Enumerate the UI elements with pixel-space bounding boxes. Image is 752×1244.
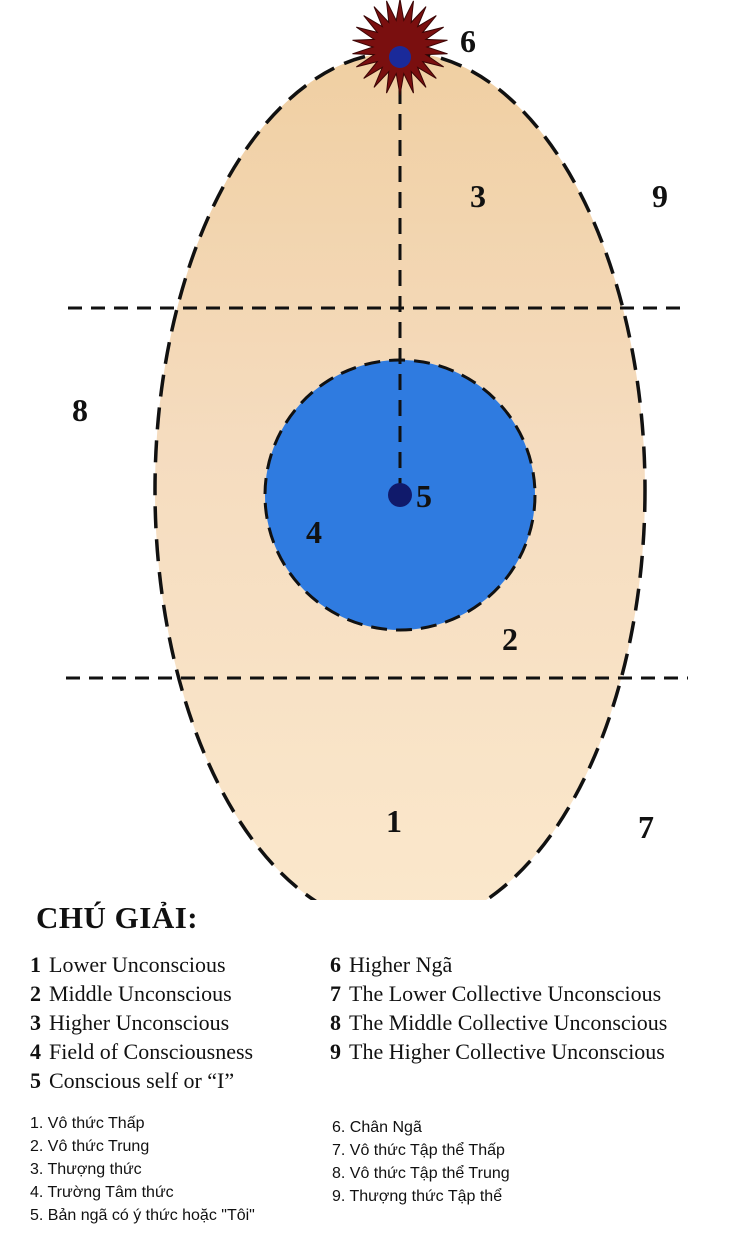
- vn-legend-item: 6. Chân Ngã: [332, 1119, 422, 1136]
- region-label-4: 4: [306, 514, 322, 550]
- egg-outline: [153, 50, 647, 900]
- vietnamese-legend-right: 6. Chân Ngã 7. Vô thức Tập thể Thấp 8. V…: [332, 1116, 510, 1208]
- region-label-1: 1: [386, 803, 402, 839]
- region-label-6: 6: [460, 23, 476, 59]
- vietnamese-legend-left: 1. Vô thức Thấp 2. Vô thức Trung 3. Thượ…: [30, 1112, 255, 1227]
- region-label-8: 8: [72, 392, 88, 428]
- vn-legend-item: 2. Vô thức Trung: [30, 1138, 150, 1155]
- legend-title: CHÚ GIẢI:: [36, 900, 199, 935]
- vn-legend-item: 9. Thượng thức Tập thể: [332, 1188, 503, 1205]
- vn-legend-item: 4. Trường Tâm thức: [30, 1184, 174, 1201]
- region-label-9: 9: [652, 178, 668, 214]
- higher-self-star-icon: [352, 0, 448, 96]
- region-label-3: 3: [470, 178, 486, 214]
- region-label-2: 2: [502, 621, 518, 657]
- vn-legend-item: 7. Vô thức Tập thể Thấp: [332, 1142, 505, 1159]
- region-label-5: 5: [416, 478, 432, 514]
- psychosynthesis-egg-diagram: 1 2 3 4 5 6 7 8 9: [66, 0, 688, 900]
- vn-legend-item: 1. Vô thức Thấp: [30, 1115, 145, 1132]
- vn-legend-item: 3. Thượng thức: [30, 1161, 142, 1178]
- vn-legend-item: 8. Vô thức Tập thể Trung: [332, 1165, 510, 1182]
- region-label-7: 7: [638, 809, 654, 845]
- vn-legend-item: 5. Bản ngã có ý thức hoặc "Tôi": [30, 1207, 255, 1224]
- conscious-self-point: [388, 483, 412, 507]
